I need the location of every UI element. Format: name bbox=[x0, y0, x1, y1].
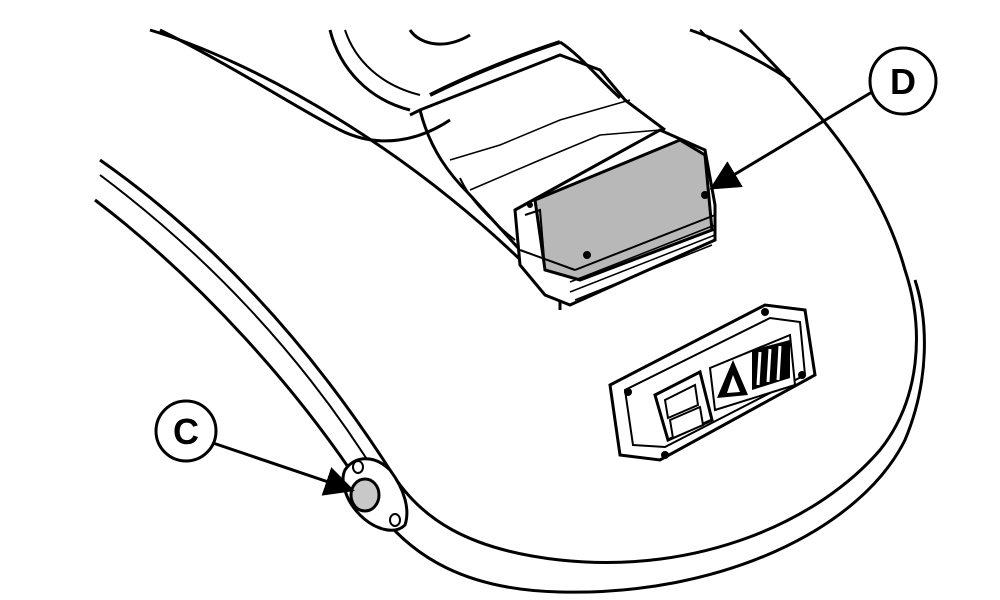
callout-c: C bbox=[154, 399, 355, 496]
plug-c bbox=[341, 457, 409, 532]
callout-d-circle bbox=[868, 46, 938, 116]
housing-body bbox=[94, 28, 926, 594]
switch-plate bbox=[608, 303, 817, 462]
callout-c-arrow bbox=[209, 440, 355, 496]
callout-c-circle bbox=[154, 399, 218, 463]
callout-c-label: C bbox=[173, 411, 199, 452]
callout-d: D bbox=[709, 46, 938, 190]
callout-d-label: D bbox=[890, 61, 916, 102]
cover-d bbox=[513, 128, 717, 307]
callout-d-arrow bbox=[709, 90, 873, 190]
stem bbox=[409, 40, 666, 252]
